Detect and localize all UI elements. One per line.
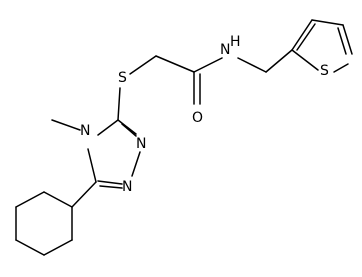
atom-sulfur-thioether: S (118, 70, 127, 86)
bond-n-methyl (51, 119, 81, 131)
bond-sulfur-ch2 (129, 55, 157, 75)
atom-oxygen-carbonyl: O (192, 110, 203, 126)
bond-carbonyl-nitrogen (193, 57, 223, 73)
cyclohexyl-ring (15, 191, 73, 256)
atom-nitrogen-methyl: N (80, 123, 90, 139)
atom-nitrogen-ring-upper: N (136, 136, 146, 152)
bond-triazole-sulfur (117, 87, 121, 121)
atom-sulfur-thiophene: S (320, 63, 329, 79)
thiophene-ring (291, 19, 353, 73)
atom-nitrogen-amide: N (220, 42, 230, 58)
bond-ch2-carbonyl (155, 55, 195, 73)
atom-hydrogen-amide: H (230, 34, 241, 50)
bond-cyclohexyl-triazole (71, 181, 97, 208)
bond-nitrogen-ch2 (237, 57, 267, 73)
bond-ch2-thiophene (265, 49, 293, 73)
triazole-ring (87, 119, 141, 189)
atom-nitrogen-ring-lower: N (122, 179, 132, 195)
